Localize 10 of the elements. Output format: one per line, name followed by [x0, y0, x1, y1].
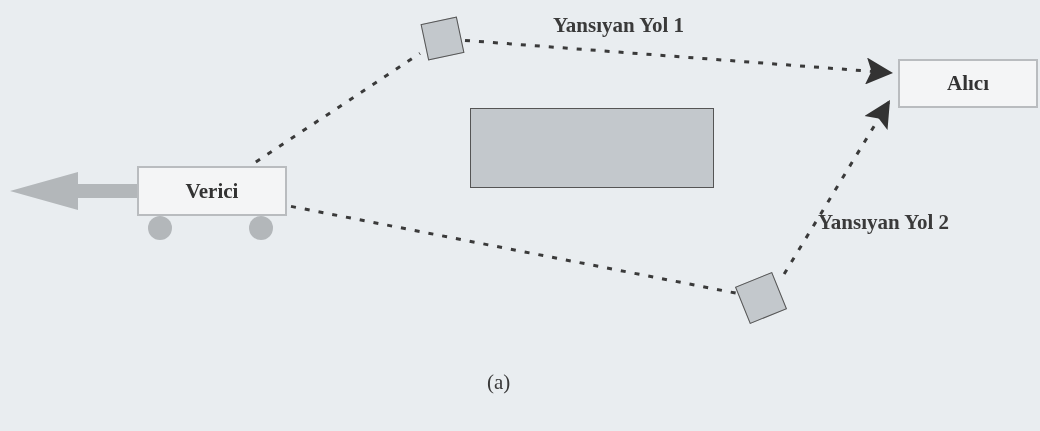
path-label: Yansıyan Yol 2 [818, 210, 950, 235]
label-box [898, 59, 1038, 108]
arrow [782, 99, 892, 275]
label-box [137, 166, 287, 216]
node-label: Alıcı [947, 71, 989, 96]
caption: (a) [487, 370, 511, 395]
arrow [464, 38, 894, 85]
obstacle-block [470, 108, 714, 188]
path-label: Yansıyan Yol 1 [553, 13, 685, 38]
node-label: Verici [185, 178, 239, 204]
